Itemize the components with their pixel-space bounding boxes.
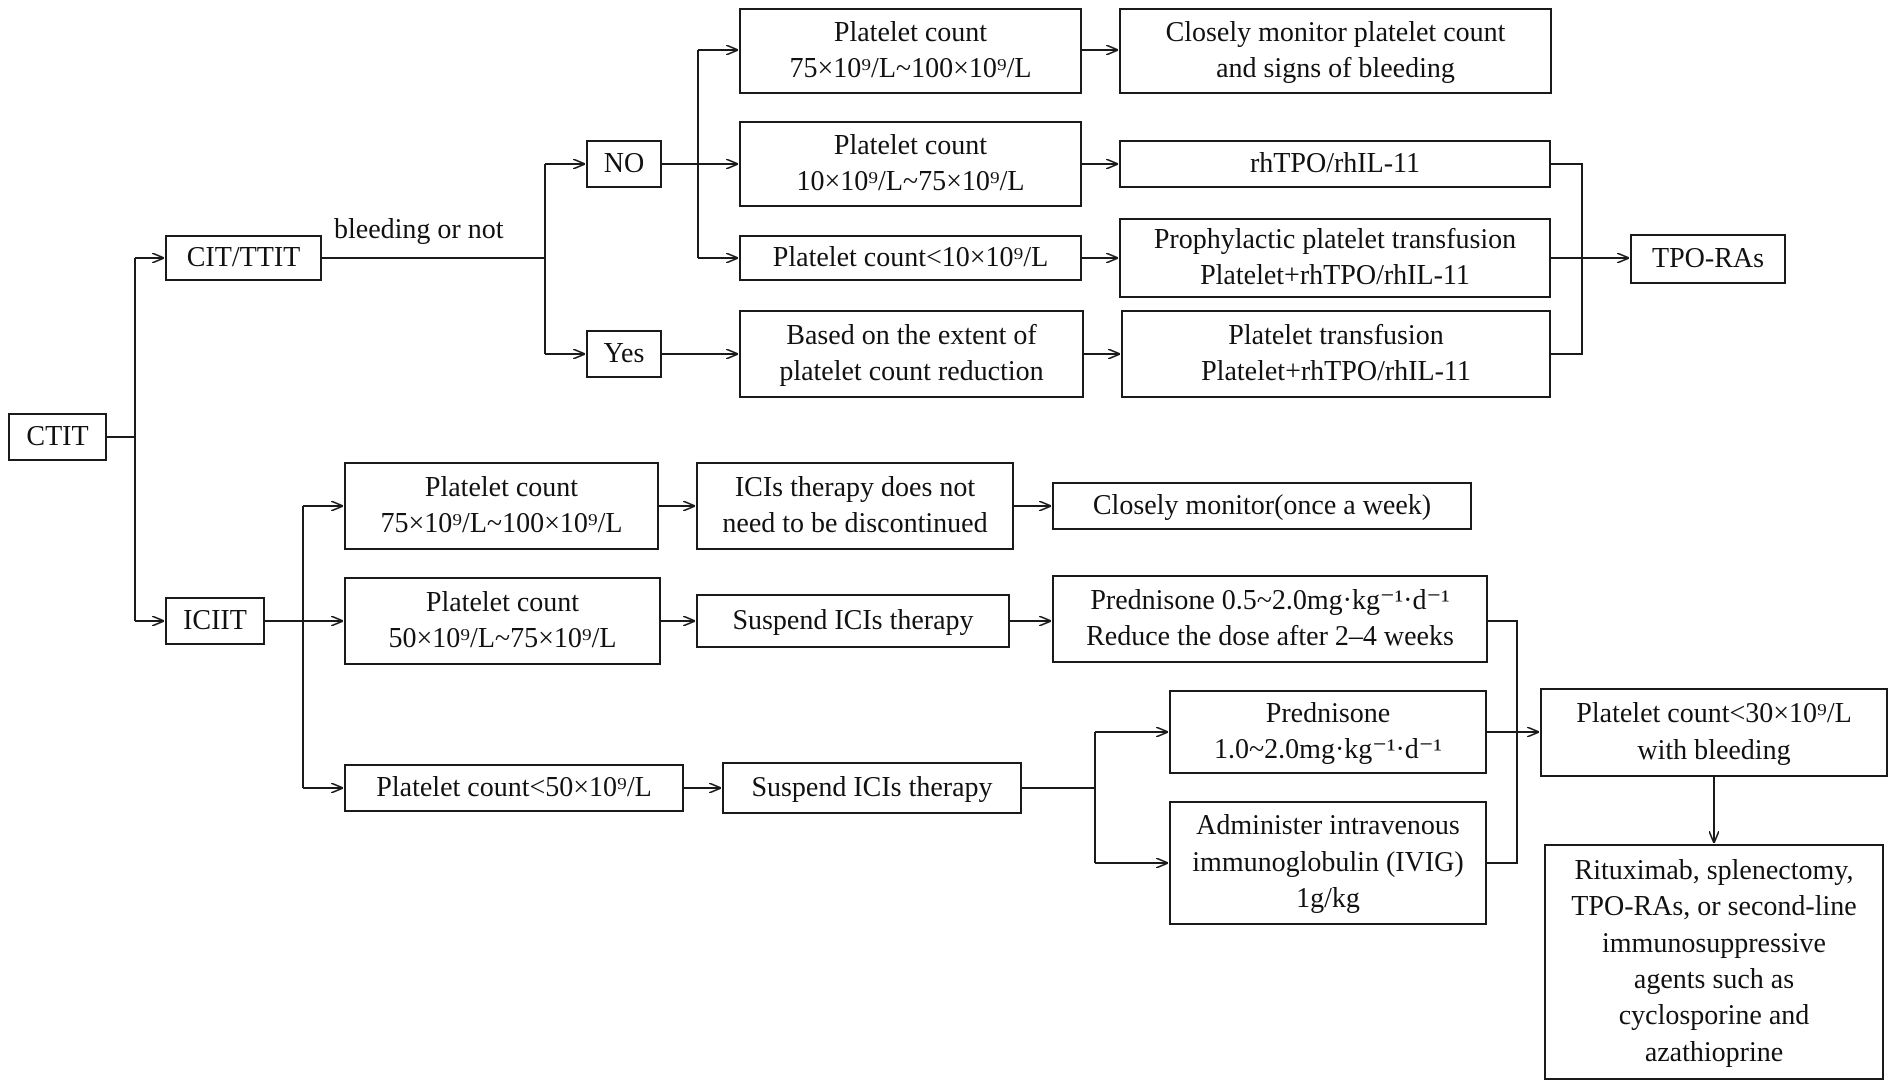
monitor-bleeding-node: Closely monitor platelet count and signs… (1119, 8, 1552, 94)
suspend-icis-therapy-bottom-node: Suspend ICIs therapy (722, 762, 1022, 814)
second-line-therapy-node: Rituximab, splenectomy, TPO-RAs, or seco… (1544, 844, 1884, 1080)
ivig-node: Administer intravenous immunoglobulin (I… (1169, 801, 1487, 925)
platelet-lt30-bleeding-node: Platelet count<30×10⁹/L with bleeding (1540, 688, 1888, 777)
prophylactic-transfusion-node: Prophylactic platelet transfusion Platel… (1119, 218, 1551, 298)
prednisone-high-dose-node: Prednisone 1.0~2.0mg·kg⁻¹·d⁻¹ (1169, 690, 1487, 774)
tpo-ras-node: TPO-RAs (1630, 234, 1786, 284)
platelet-lt10-node: Platelet count<10×10⁹/L (739, 235, 1082, 281)
rhtpo-rhil11-node: rhTPO/rhIL-11 (1119, 140, 1551, 188)
suspend-icis-therapy-node: Suspend ICIs therapy (696, 594, 1010, 648)
platelet-transfusion-node: Platelet transfusion Platelet+rhTPO/rhIL… (1121, 310, 1551, 398)
icis-not-discontinued-node: ICIs therapy does not need to be discont… (696, 462, 1014, 550)
prednisone-low-dose-node: Prednisone 0.5~2.0mg·kg⁻¹·d⁻¹ Reduce the… (1052, 575, 1488, 663)
platelet-50-75-node: Platelet count 50×10⁹/L~75×10⁹/L (344, 577, 661, 665)
platelet-lt50-node: Platelet count<50×10⁹/L (344, 764, 684, 812)
platelet-75-100-iciit-node: Platelet count 75×10⁹/L~100×10⁹/L (344, 462, 659, 550)
platelet-10-75-node: Platelet count 10×10⁹/L~75×10⁹/L (739, 121, 1082, 207)
based-on-extent-node: Based on the extent of platelet count re… (739, 310, 1084, 398)
no-node: NO (586, 140, 662, 188)
iciit-node: ICIIT (165, 597, 265, 645)
cit-ttit-node: CIT/TTIT (165, 235, 322, 281)
ctit-node: CTIT (8, 413, 107, 461)
platelet-75-100-cit-node: Platelet count 75×10⁹/L~100×10⁹/L (739, 8, 1082, 94)
yes-node: Yes (586, 330, 662, 378)
bleeding-or-not-label: bleeding or not (334, 214, 504, 245)
monitor-once-a-week-node: Closely monitor(once a week) (1052, 482, 1472, 530)
